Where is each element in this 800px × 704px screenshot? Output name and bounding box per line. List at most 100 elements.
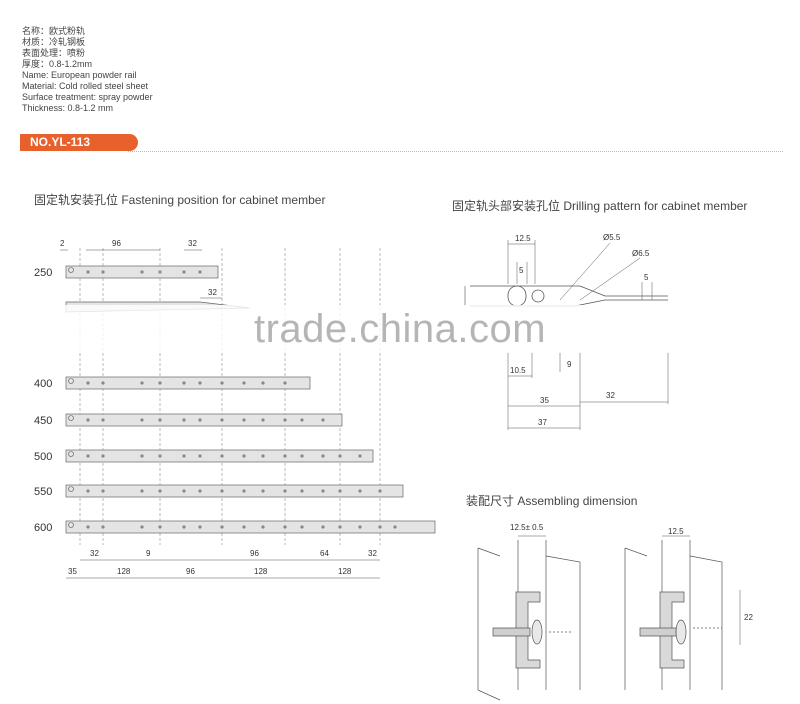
- dim-35: 35: [540, 396, 549, 405]
- fastening-title: 固定轨安装孔位 Fastening position for cabinet m…: [34, 193, 326, 207]
- rail-hole: [338, 454, 342, 458]
- spec-en-material: Material: Cold rolled steel sheet: [22, 81, 149, 91]
- rail-hole: [182, 525, 186, 529]
- bottom-dim-row2: 35: [68, 567, 77, 576]
- assembling-height: 22: [744, 613, 753, 622]
- rail-hole: [378, 525, 382, 529]
- rail-hole: [358, 489, 362, 493]
- rail-hole: [283, 381, 287, 385]
- bottom-dim-row1: 96: [250, 549, 259, 558]
- top-dim-32: 32: [188, 239, 197, 248]
- bottom-dim-row1: 32: [90, 549, 99, 558]
- rail-hole: [321, 454, 325, 458]
- bottom-dim-row1: 9: [146, 549, 151, 558]
- rail-hole: [283, 418, 287, 422]
- rail-hole: [300, 454, 304, 458]
- rail-hole: [378, 489, 382, 493]
- rail-hole: [358, 525, 362, 529]
- rail-bar: [65, 520, 436, 534]
- rail-hole: [242, 489, 246, 493]
- rail-hole: [220, 381, 224, 385]
- bottom-dim-row2: 128: [338, 567, 352, 576]
- rail-hole: [261, 381, 265, 385]
- bottom-dim-row2: 128: [254, 567, 268, 576]
- second-dim-32: 32: [208, 288, 217, 297]
- left-screw: [492, 627, 531, 637]
- rail-hole: [300, 489, 304, 493]
- rail-hole: [86, 454, 90, 458]
- rail-hole: [101, 418, 105, 422]
- rail-end-hole: [68, 451, 74, 457]
- assembling-right-dim: 12.5: [668, 527, 684, 536]
- bottom-dim-row2: 96: [186, 567, 195, 576]
- rail-hole: [358, 454, 362, 458]
- rail-hole: [220, 418, 224, 422]
- rail-hole: [182, 489, 186, 493]
- rail-hole: [86, 418, 90, 422]
- rail-hole: [86, 525, 90, 529]
- rail-end-hole: [68, 522, 74, 528]
- rail-bar: [65, 484, 404, 498]
- rail-hole: [283, 454, 287, 458]
- rail-hole: [283, 489, 287, 493]
- bottom-dim-row2: 128: [117, 567, 131, 576]
- dim-10-5: 10.5: [510, 366, 526, 375]
- rail-hole: [198, 525, 202, 529]
- rail-length-label: 600: [34, 522, 52, 534]
- rail-hole: [101, 525, 105, 529]
- rail-hole: [140, 418, 144, 422]
- dim-phi-6-5: Ø6.5: [632, 249, 650, 258]
- assembling-diagram: [477, 535, 741, 701]
- rail-hole: [86, 489, 90, 493]
- rail-hole: [321, 489, 325, 493]
- rail-hole: [140, 381, 144, 385]
- dim-12-5: 12.5: [515, 234, 531, 243]
- watermark-text: trade.china.com: [253, 307, 547, 351]
- rail-bar: [65, 376, 311, 390]
- watermark: trade.china.com: [0, 305, 800, 353]
- rail-hole: [198, 418, 202, 422]
- rail-hole: [242, 454, 246, 458]
- round-hole: [531, 289, 545, 303]
- assembling-left-dim: 12.5± 0.5: [510, 523, 544, 532]
- rail-hole: [158, 381, 162, 385]
- rail-hole: [242, 525, 246, 529]
- rail-length-label: 500: [34, 451, 52, 463]
- rail-hole: [261, 489, 265, 493]
- rail-hole: [300, 525, 304, 529]
- right-roller: [675, 619, 687, 645]
- rail-end-hole: [68, 486, 74, 492]
- rail-hole: [242, 418, 246, 422]
- rail-hole: [198, 454, 202, 458]
- rail-hole: [140, 489, 144, 493]
- rail-hole: [198, 381, 202, 385]
- rail-hole: [220, 454, 224, 458]
- rail-hole: [220, 489, 224, 493]
- rail-hole: [393, 525, 397, 529]
- rail-hole: [261, 418, 265, 422]
- rail-hole: [158, 489, 162, 493]
- rail-hole: [300, 418, 304, 422]
- rail-hole: [338, 525, 342, 529]
- rail-hole: [198, 270, 202, 274]
- rail-hole: [140, 454, 144, 458]
- rail-length-label: 450: [34, 415, 52, 427]
- bottom-dim-row1: 32: [368, 549, 377, 558]
- dim-9: 9: [567, 360, 572, 369]
- rail-end-hole: [68, 267, 74, 273]
- rail-hole: [158, 525, 162, 529]
- spec-en-thickness: Thickness: 0.8-1.2 mm: [22, 103, 114, 113]
- header-divider: [128, 151, 783, 152]
- spec-cn-material: 材质：冷轧钢板: [22, 37, 86, 47]
- rail-hole: [101, 454, 105, 458]
- rail-hole: [283, 525, 287, 529]
- rail-hole: [140, 525, 144, 529]
- rail-hole: [261, 525, 265, 529]
- dim-5-a: 5: [519, 266, 524, 275]
- spec-en-surface: Surface treatment: spray powder: [22, 92, 153, 102]
- top-dim-2: 2: [60, 239, 65, 248]
- spec-cn-name: 名称：欧式粉轨: [22, 26, 86, 36]
- rail-length-label: 250: [34, 267, 52, 279]
